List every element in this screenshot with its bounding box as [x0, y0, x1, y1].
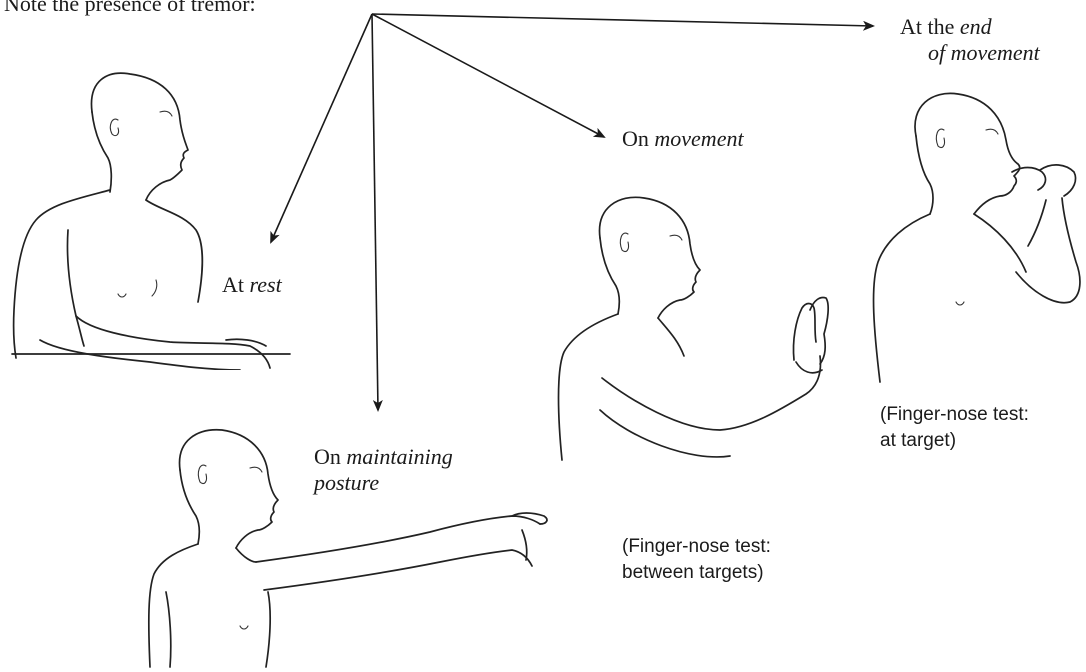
figure-end-of-movement-illustration: [856, 72, 1086, 392]
arrow-to-end: [372, 14, 873, 26]
label-at-rest: At rest: [222, 272, 282, 298]
arrow-to-posture: [372, 14, 378, 410]
figure-movement-illustration: [540, 180, 840, 480]
caption-between-targets: (Finger-nose test: between targets): [622, 534, 771, 586]
label-maintaining-posture: On maintaining posture: [314, 444, 453, 496]
caption-at-target: (Finger-nose test: at target): [880, 402, 1029, 454]
label-on-movement: On movement: [622, 126, 744, 152]
label-end-of-movement: At the end of movement: [900, 14, 1040, 66]
figure-at-rest-illustration: [0, 40, 300, 370]
arrow-to-movement: [372, 14, 604, 137]
